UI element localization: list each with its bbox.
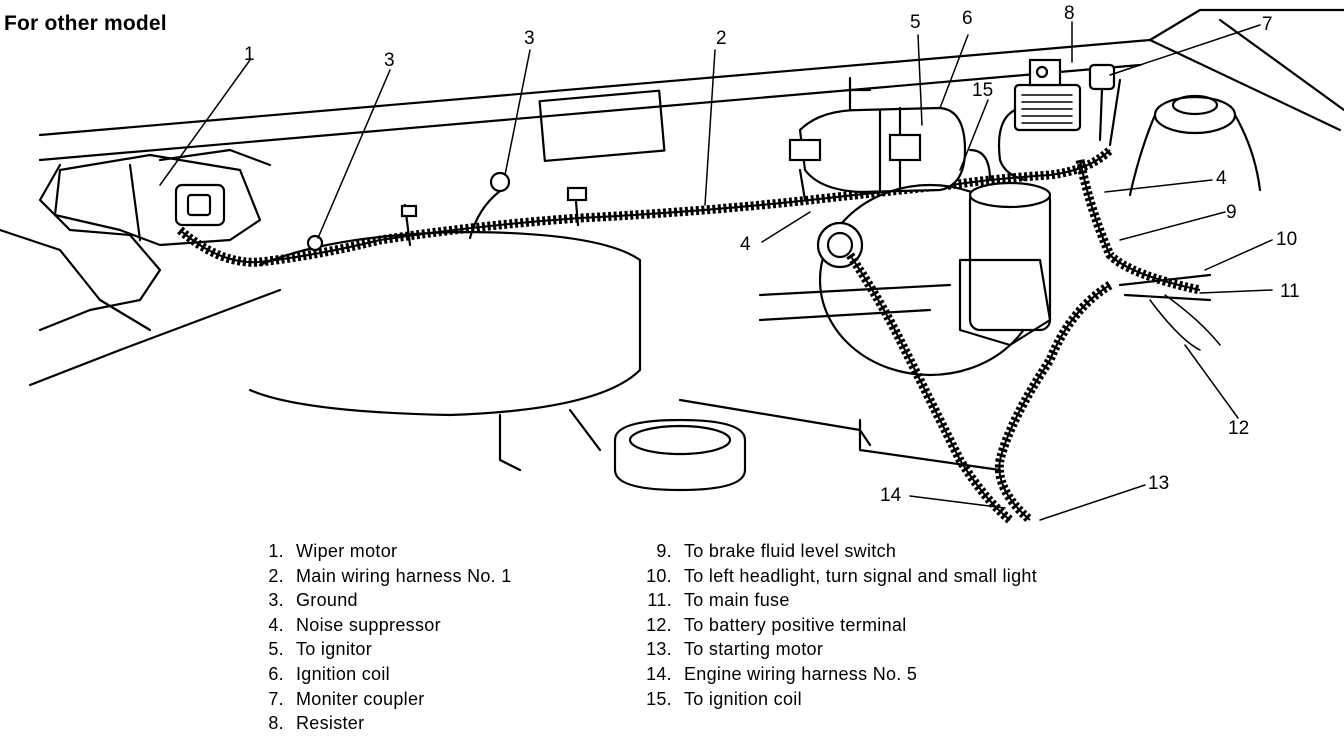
legend-item: 3.Ground [268, 590, 358, 611]
callout-4: 4 [1216, 168, 1227, 189]
callout-3-second: 3 [524, 28, 535, 49]
legend-item: 7.Moniter coupler [268, 688, 425, 709]
callout-15: 15 [972, 80, 993, 101]
legend-item: 1.Wiper motor [268, 541, 398, 561]
callout-1: 1 [244, 44, 255, 65]
strut-tower [1128, 94, 1262, 197]
legend-item: 2.Main wiring harness No. 1 [268, 565, 512, 586]
callout-3: 3 [384, 50, 395, 71]
legend-item: 15.To ignition coil [646, 688, 802, 709]
callout-2: 2 [716, 28, 727, 49]
ignition-coil [788, 76, 992, 194]
diagram-title: For other model [4, 12, 167, 35]
callout-9: 9 [1226, 202, 1237, 223]
brake-booster [758, 181, 1052, 377]
callout-8: 8 [1064, 3, 1075, 24]
callout-numbers: 1 2 3 3 4 4 5 6 7 8 9 10 11 12 13 14 15 [244, 3, 1300, 506]
ground-terminal [306, 171, 511, 252]
callout-12: 12 [1228, 418, 1249, 439]
engine-wiring-harness [846, 159, 1221, 524]
firewall-outline [0, 8, 1344, 387]
resister [997, 58, 1122, 182]
legend-item: 9.To brake fluid level switch [656, 541, 897, 561]
main-wiring-harness [177, 146, 1114, 267]
callout-5: 5 [910, 12, 921, 33]
legend-item: 11.To main fuse [647, 590, 790, 611]
legend-item: 12.To battery positive terminal [646, 614, 907, 635]
legend-item: 13.To starting motor [646, 639, 824, 660]
legend-item: 4.Noise suppressor [268, 614, 441, 635]
callout-14: 14 [880, 485, 902, 506]
callout-6: 6 [962, 8, 973, 29]
legend-item: 10.To left headlight, turn signal and sm… [646, 565, 1037, 586]
legend-right-column: 9.To brake fluid level switch 10.To left… [630, 539, 1037, 711]
legend-item: 6.Ignition coil [268, 663, 390, 684]
leader-lines [159, 21, 1273, 521]
callout-13: 13 [1148, 473, 1169, 494]
callout-10: 10 [1276, 229, 1297, 250]
callout-7: 7 [1262, 14, 1273, 35]
legend-left-column: 1.Wiper motor 2.Main wiring harness No. … [252, 539, 512, 736]
engine-bay-wiring-diagram: 1 2 3 3 4 4 5 6 7 8 9 10 11 12 13 14 15 [0, 3, 1344, 524]
callout-11: 11 [1280, 281, 1300, 302]
air-cleaner [248, 230, 642, 472]
legend-item: 5.To ignitor [268, 639, 373, 660]
callout-4-second: 4 [740, 234, 751, 255]
legend-item: 8.Resister [268, 713, 365, 734]
wiper-motor [53, 148, 272, 247]
radiator-cap [613, 398, 872, 492]
legend-item: 14.Engine wiring harness No. 5 [646, 663, 918, 684]
